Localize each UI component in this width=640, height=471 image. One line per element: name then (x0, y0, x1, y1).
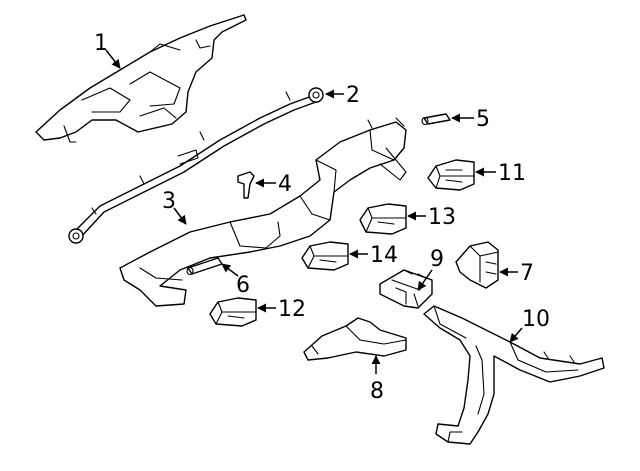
callout-labels: 1 2 3 4 5 6 7 8 9 10 11 12 13 14 (94, 31, 550, 404)
callout-7: 7 (520, 261, 534, 286)
part-2-support-rod (68, 87, 324, 244)
callout-1: 1 (94, 31, 108, 56)
part-5-pin (421, 113, 451, 126)
callout-6: 6 (236, 273, 250, 298)
callout-11: 11 (498, 161, 526, 186)
callout-4: 4 (278, 172, 292, 197)
callout-10: 10 (522, 307, 550, 332)
part-14-vent (301, 241, 349, 271)
part-10-floor-duct (423, 305, 605, 445)
part-13-vent (359, 203, 407, 235)
callout-8: 8 (370, 379, 384, 404)
part-9-vent-block (379, 269, 433, 309)
callout-9: 9 (430, 247, 444, 272)
callout-14: 14 (370, 243, 398, 268)
part-12-vent (209, 297, 257, 327)
part-3-main-duct (119, 117, 407, 307)
leader-lines (105, 49, 523, 374)
callout-5: 5 (476, 107, 490, 132)
part-1-defroster-duct (35, 14, 247, 143)
part-4-clip (237, 171, 255, 199)
part-8-bracket (303, 317, 407, 361)
callout-13: 13 (428, 205, 456, 230)
part-7-vent (455, 241, 499, 289)
callout-2: 2 (346, 83, 360, 108)
callout-3: 3 (162, 189, 176, 214)
callout-12: 12 (278, 297, 306, 322)
part-11-vent (427, 159, 475, 191)
